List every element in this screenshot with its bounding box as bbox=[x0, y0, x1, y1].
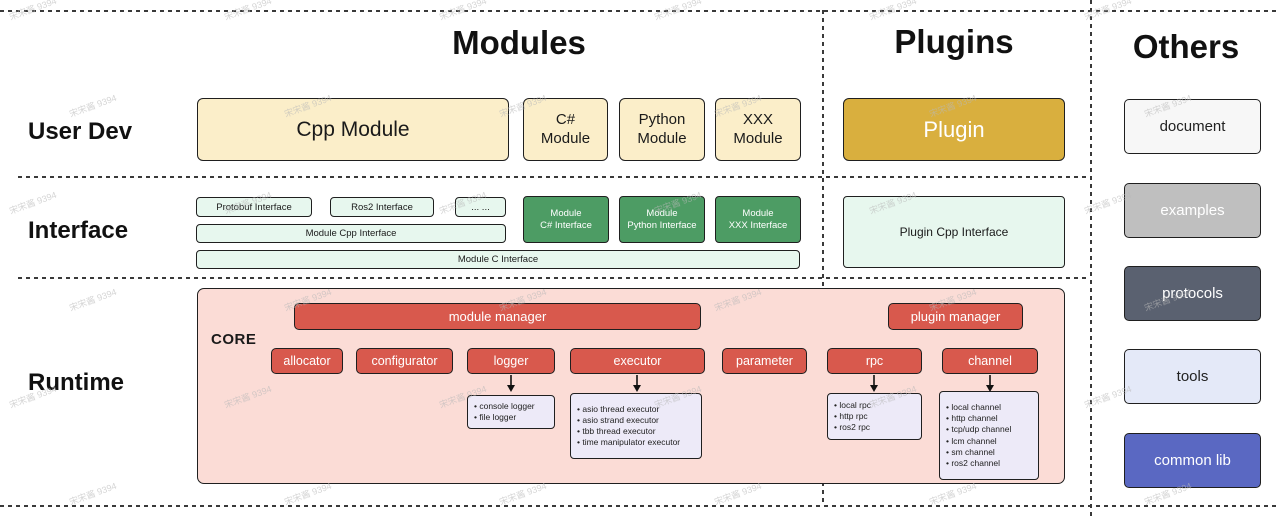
component-parameter: parameter bbox=[722, 348, 807, 374]
impl-item: • local rpc bbox=[834, 399, 871, 410]
impl-item: • ros2 channel bbox=[946, 457, 1001, 468]
component-allocator: allocator bbox=[271, 348, 343, 374]
watermark-text: 宋宋酱 9394 bbox=[67, 480, 118, 508]
module-python-interface-box: Module Python Interface bbox=[619, 196, 705, 243]
executor-impl-list: • asio thread executor• asio strand exec… bbox=[570, 393, 702, 459]
logger-arrow-icon bbox=[505, 375, 517, 397]
impl-item: • http channel bbox=[946, 413, 998, 424]
divider-plugins-others bbox=[1090, 0, 1092, 519]
channel-impl-list: • local channel• http channel• tcp/udp c… bbox=[939, 391, 1039, 480]
watermark-text: 宋宋酱 9394 bbox=[7, 0, 58, 23]
component-logger: logger bbox=[467, 348, 555, 374]
csharp-module-box: C# Module bbox=[523, 98, 608, 161]
impl-item: • sm channel bbox=[946, 446, 995, 457]
impl-item: • lcm channel bbox=[946, 435, 997, 446]
row-label-interface: Interface bbox=[28, 217, 129, 244]
watermark-text: 宋宋酱 9394 bbox=[867, 0, 918, 23]
watermark-text: 宋宋酱 9394 bbox=[437, 0, 488, 23]
component-channel: channel bbox=[942, 348, 1038, 374]
plugin-manager-box: plugin manager bbox=[888, 303, 1023, 330]
plugin-box: Plugin bbox=[843, 98, 1065, 161]
python-module-box: Python Module bbox=[619, 98, 705, 161]
watermark-text: 宋宋酱 9394 bbox=[652, 0, 703, 23]
plugins-header: Plugins bbox=[894, 23, 1014, 60]
xxx-module-box: XXX Module bbox=[715, 98, 801, 161]
watermark-text: 宋宋酱 9394 bbox=[67, 286, 118, 314]
modules-header: Modules bbox=[452, 24, 586, 61]
divider-top bbox=[0, 10, 1280, 12]
others-header: Others bbox=[1132, 28, 1240, 65]
watermark-text: 宋宋酱 9394 bbox=[222, 0, 273, 23]
impl-item: • file logger bbox=[474, 412, 517, 422]
row-label-runtime: Runtime bbox=[28, 369, 124, 396]
impl-item: • local channel bbox=[946, 401, 1001, 412]
plugin-cpp-interface-box: Plugin Cpp Interface bbox=[843, 196, 1065, 268]
module-c-interface-box: Module C Interface bbox=[196, 250, 800, 269]
divider-modules-plugins bbox=[822, 10, 824, 505]
impl-item: • console logger bbox=[474, 400, 535, 411]
impl-item: • time manipulator executor bbox=[577, 437, 681, 448]
others-examples-box: examples bbox=[1124, 183, 1261, 238]
impl-item: • tbb thread executor bbox=[577, 426, 656, 436]
impl-item: • tcp/udp channel bbox=[946, 424, 1012, 435]
ros2-interface-box: Ros2 Interface bbox=[330, 197, 434, 217]
divider-userdev-interface bbox=[18, 176, 1090, 178]
impl-item: • http rpc bbox=[834, 410, 868, 421]
module-csharp-interface-box: Module C# Interface bbox=[523, 196, 609, 243]
logger-impl-list: • console logger• file logger bbox=[467, 395, 555, 429]
component-configurator: configurator bbox=[356, 348, 453, 374]
watermark-text: 宋宋酱 9394 bbox=[67, 92, 118, 120]
impl-item: • asio strand executor bbox=[577, 414, 659, 425]
channel-arrow-icon bbox=[984, 375, 996, 397]
watermark-text: 宋宋酱 9394 bbox=[7, 189, 58, 217]
core-label: CORE bbox=[211, 331, 257, 348]
module-xxx-interface-box: Module XXX Interface bbox=[715, 196, 801, 243]
others-common-lib-box: common lib bbox=[1124, 433, 1261, 488]
module-manager-box: module manager bbox=[294, 303, 701, 330]
component-rpc: rpc bbox=[827, 348, 922, 374]
impl-item: • asio thread executor bbox=[577, 403, 660, 414]
cpp-module-box: Cpp Module bbox=[197, 98, 509, 161]
divider-bottom bbox=[0, 505, 1280, 507]
row-label-user-dev: User Dev bbox=[28, 118, 133, 145]
rpc-arrow-icon bbox=[868, 375, 880, 397]
others-document-box: document bbox=[1124, 99, 1261, 154]
others-protocols-box: protocols bbox=[1124, 266, 1261, 321]
executor-arrow-icon bbox=[631, 375, 643, 397]
component-executor: executor bbox=[570, 348, 705, 374]
impl-item: • ros2 rpc bbox=[834, 422, 871, 433]
divider-interface-runtime bbox=[18, 277, 1090, 279]
more-interfaces-box: ... ... bbox=[455, 197, 506, 217]
module-cpp-interface-box: Module Cpp Interface bbox=[196, 224, 506, 243]
protobuf-interface-box: Protobuf Interface bbox=[196, 197, 312, 217]
others-tools-box: tools bbox=[1124, 349, 1261, 404]
rpc-impl-list: • local rpc• http rpc• ros2 rpc bbox=[827, 393, 922, 440]
